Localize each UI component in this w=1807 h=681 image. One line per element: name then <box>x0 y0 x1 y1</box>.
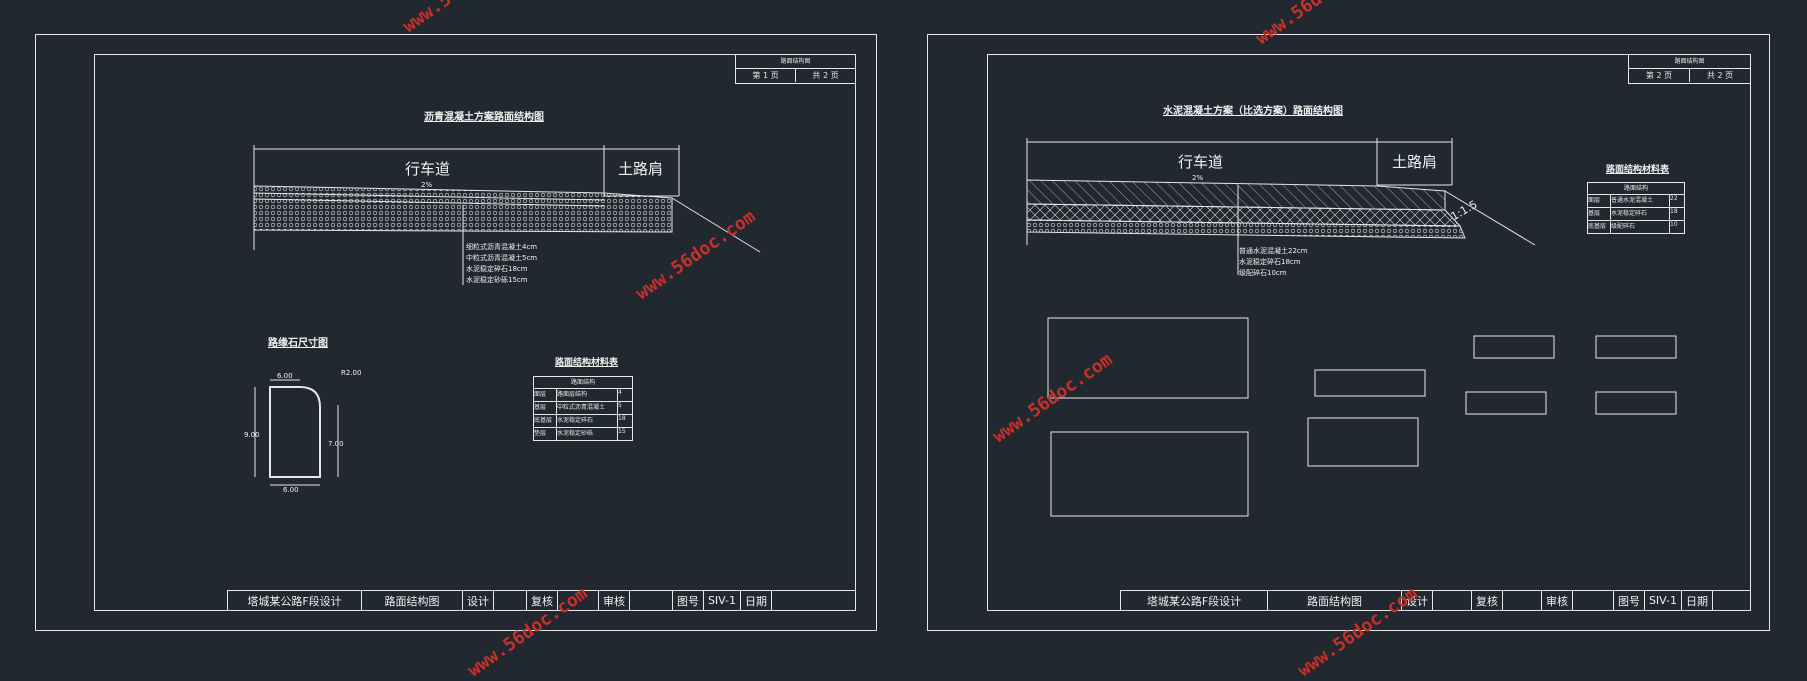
right-carriageway-label: 行车道 <box>1178 153 1224 171</box>
tb-drawing-no: SIV-1 <box>704 591 741 610</box>
mat-cell: 级配碎石 <box>1611 221 1670 233</box>
corner-title: 路面结构图 <box>1629 55 1750 69</box>
right-layer-note-2: 水泥稳定碎石18cm <box>1239 258 1301 266</box>
left-layer-note-3: 水泥稳定碎石18cm <box>466 265 528 273</box>
page-number: 第 1 页 <box>736 69 796 82</box>
left-title-block: 塔城某公路F段设计 路面结构图 设计 复核 审核 图号 SIV-1 日期 <box>227 590 856 611</box>
mat-cell: 基层 <box>1588 208 1611 220</box>
tb-design: 设计 <box>463 591 494 610</box>
mat-cell: 22 <box>1670 195 1678 202</box>
mat-cell: 水泥稳定砂砾 <box>557 428 618 440</box>
right-corner-block: 路面结构图 第 2 页 共 2 页 <box>1628 54 1751 84</box>
right-drawing-title: 水泥混凝土方案（比选方案）路面结构图 <box>1163 106 1343 117</box>
curb-title: 路缘石尺寸图 <box>268 338 328 349</box>
left-carriageway-label: 行车道 <box>405 160 451 178</box>
tb-design: 设计 <box>1402 591 1433 610</box>
tb-review: 审核 <box>599 591 630 610</box>
mat-cell: 10 <box>1670 221 1678 228</box>
tb-project: 塔城某公路F段设计 <box>1121 591 1268 610</box>
right-drawing-sheet <box>927 34 1770 631</box>
mat-cell: 路面层结构 <box>557 389 618 401</box>
tb-check: 复核 <box>527 591 558 610</box>
left-slope-label: 2% <box>421 181 433 189</box>
right-material-table-title: 路面结构材料表 <box>1606 165 1670 175</box>
mat-cell: 4 <box>618 389 622 396</box>
mat-cell: 水泥稳定碎石 <box>1611 208 1670 220</box>
mat-cell: 中粒式沥青混凝土 <box>557 402 618 414</box>
left-shoulder-label: 土路肩 <box>618 160 664 178</box>
mat-cell: 水泥稳定碎石 <box>557 415 618 427</box>
page-number: 第 2 页 <box>1629 69 1690 82</box>
mat-cell: 15 <box>618 428 626 435</box>
tb-drawing-no: SIV-1 <box>1645 591 1682 610</box>
curb-dim-bottom: 6.00 <box>283 486 299 494</box>
tb-drawing-no-label: 图号 <box>673 591 704 610</box>
right-title-block: 塔城某公路F段设计 路面结构图 设计 复核 审核 图号 SIV-1 日期 <box>1120 590 1751 611</box>
mat-cell: 底基层 <box>1588 221 1611 233</box>
curb-dim-side: 7.00 <box>328 440 344 448</box>
page-total: 共 2 页 <box>1706 71 1734 80</box>
left-layer-note-2: 中粒式沥青混凝土5cm <box>466 254 538 262</box>
left-layer-note-4: 水泥稳定砂砾15cm <box>466 276 528 284</box>
page-total: 共 2 页 <box>812 71 839 80</box>
right-layer-note-3: 级配碎石10cm <box>1239 269 1287 277</box>
mat-cell: 18 <box>1670 208 1678 215</box>
tb-drawing-no-label: 图号 <box>1614 591 1645 610</box>
mat-cell: 底基层 <box>534 415 557 427</box>
right-shoulder-label: 土路肩 <box>1392 153 1438 171</box>
tb-review: 审核 <box>1542 591 1573 610</box>
tb-drawing: 路面结构图 <box>362 591 463 610</box>
mat-cell: 面层 <box>1588 195 1611 207</box>
right-slope-label: 2% <box>1192 174 1204 182</box>
curb-dim-height: 9.00 <box>244 431 260 439</box>
mat-cell: 垫层 <box>534 428 557 440</box>
mat-cell: 普通水泥混凝土 <box>1611 195 1670 207</box>
tb-date-label: 日期 <box>741 591 772 610</box>
mat-cell: 面层 <box>534 389 557 401</box>
right-layer-note-1: 普通水泥混凝土22cm <box>1239 247 1308 255</box>
left-corner-block: 路面结构图 第 1 页 共 2 页 <box>735 54 856 84</box>
curb-dim-radius: R2.00 <box>341 369 362 377</box>
mat-cell: 5 <box>618 402 622 409</box>
left-layer-note-1: 细粒式沥青混凝土4cm <box>466 243 538 251</box>
tb-drawing: 路面结构图 <box>1268 591 1402 610</box>
curb-dim-top: 6.00 <box>277 372 293 380</box>
left-drawing-sheet <box>35 34 877 631</box>
tb-date-label: 日期 <box>1682 591 1713 610</box>
tb-check: 复核 <box>1472 591 1503 610</box>
corner-title: 路面结构图 <box>736 55 855 69</box>
left-drawing-title: 沥青混凝土方案路面结构图 <box>424 112 544 123</box>
tb-project: 塔城某公路F段设计 <box>228 591 362 610</box>
left-material-table-title: 路面结构材料表 <box>555 358 619 368</box>
mat-cell: 18 <box>618 415 626 422</box>
mat-cell: 基层 <box>534 402 557 414</box>
